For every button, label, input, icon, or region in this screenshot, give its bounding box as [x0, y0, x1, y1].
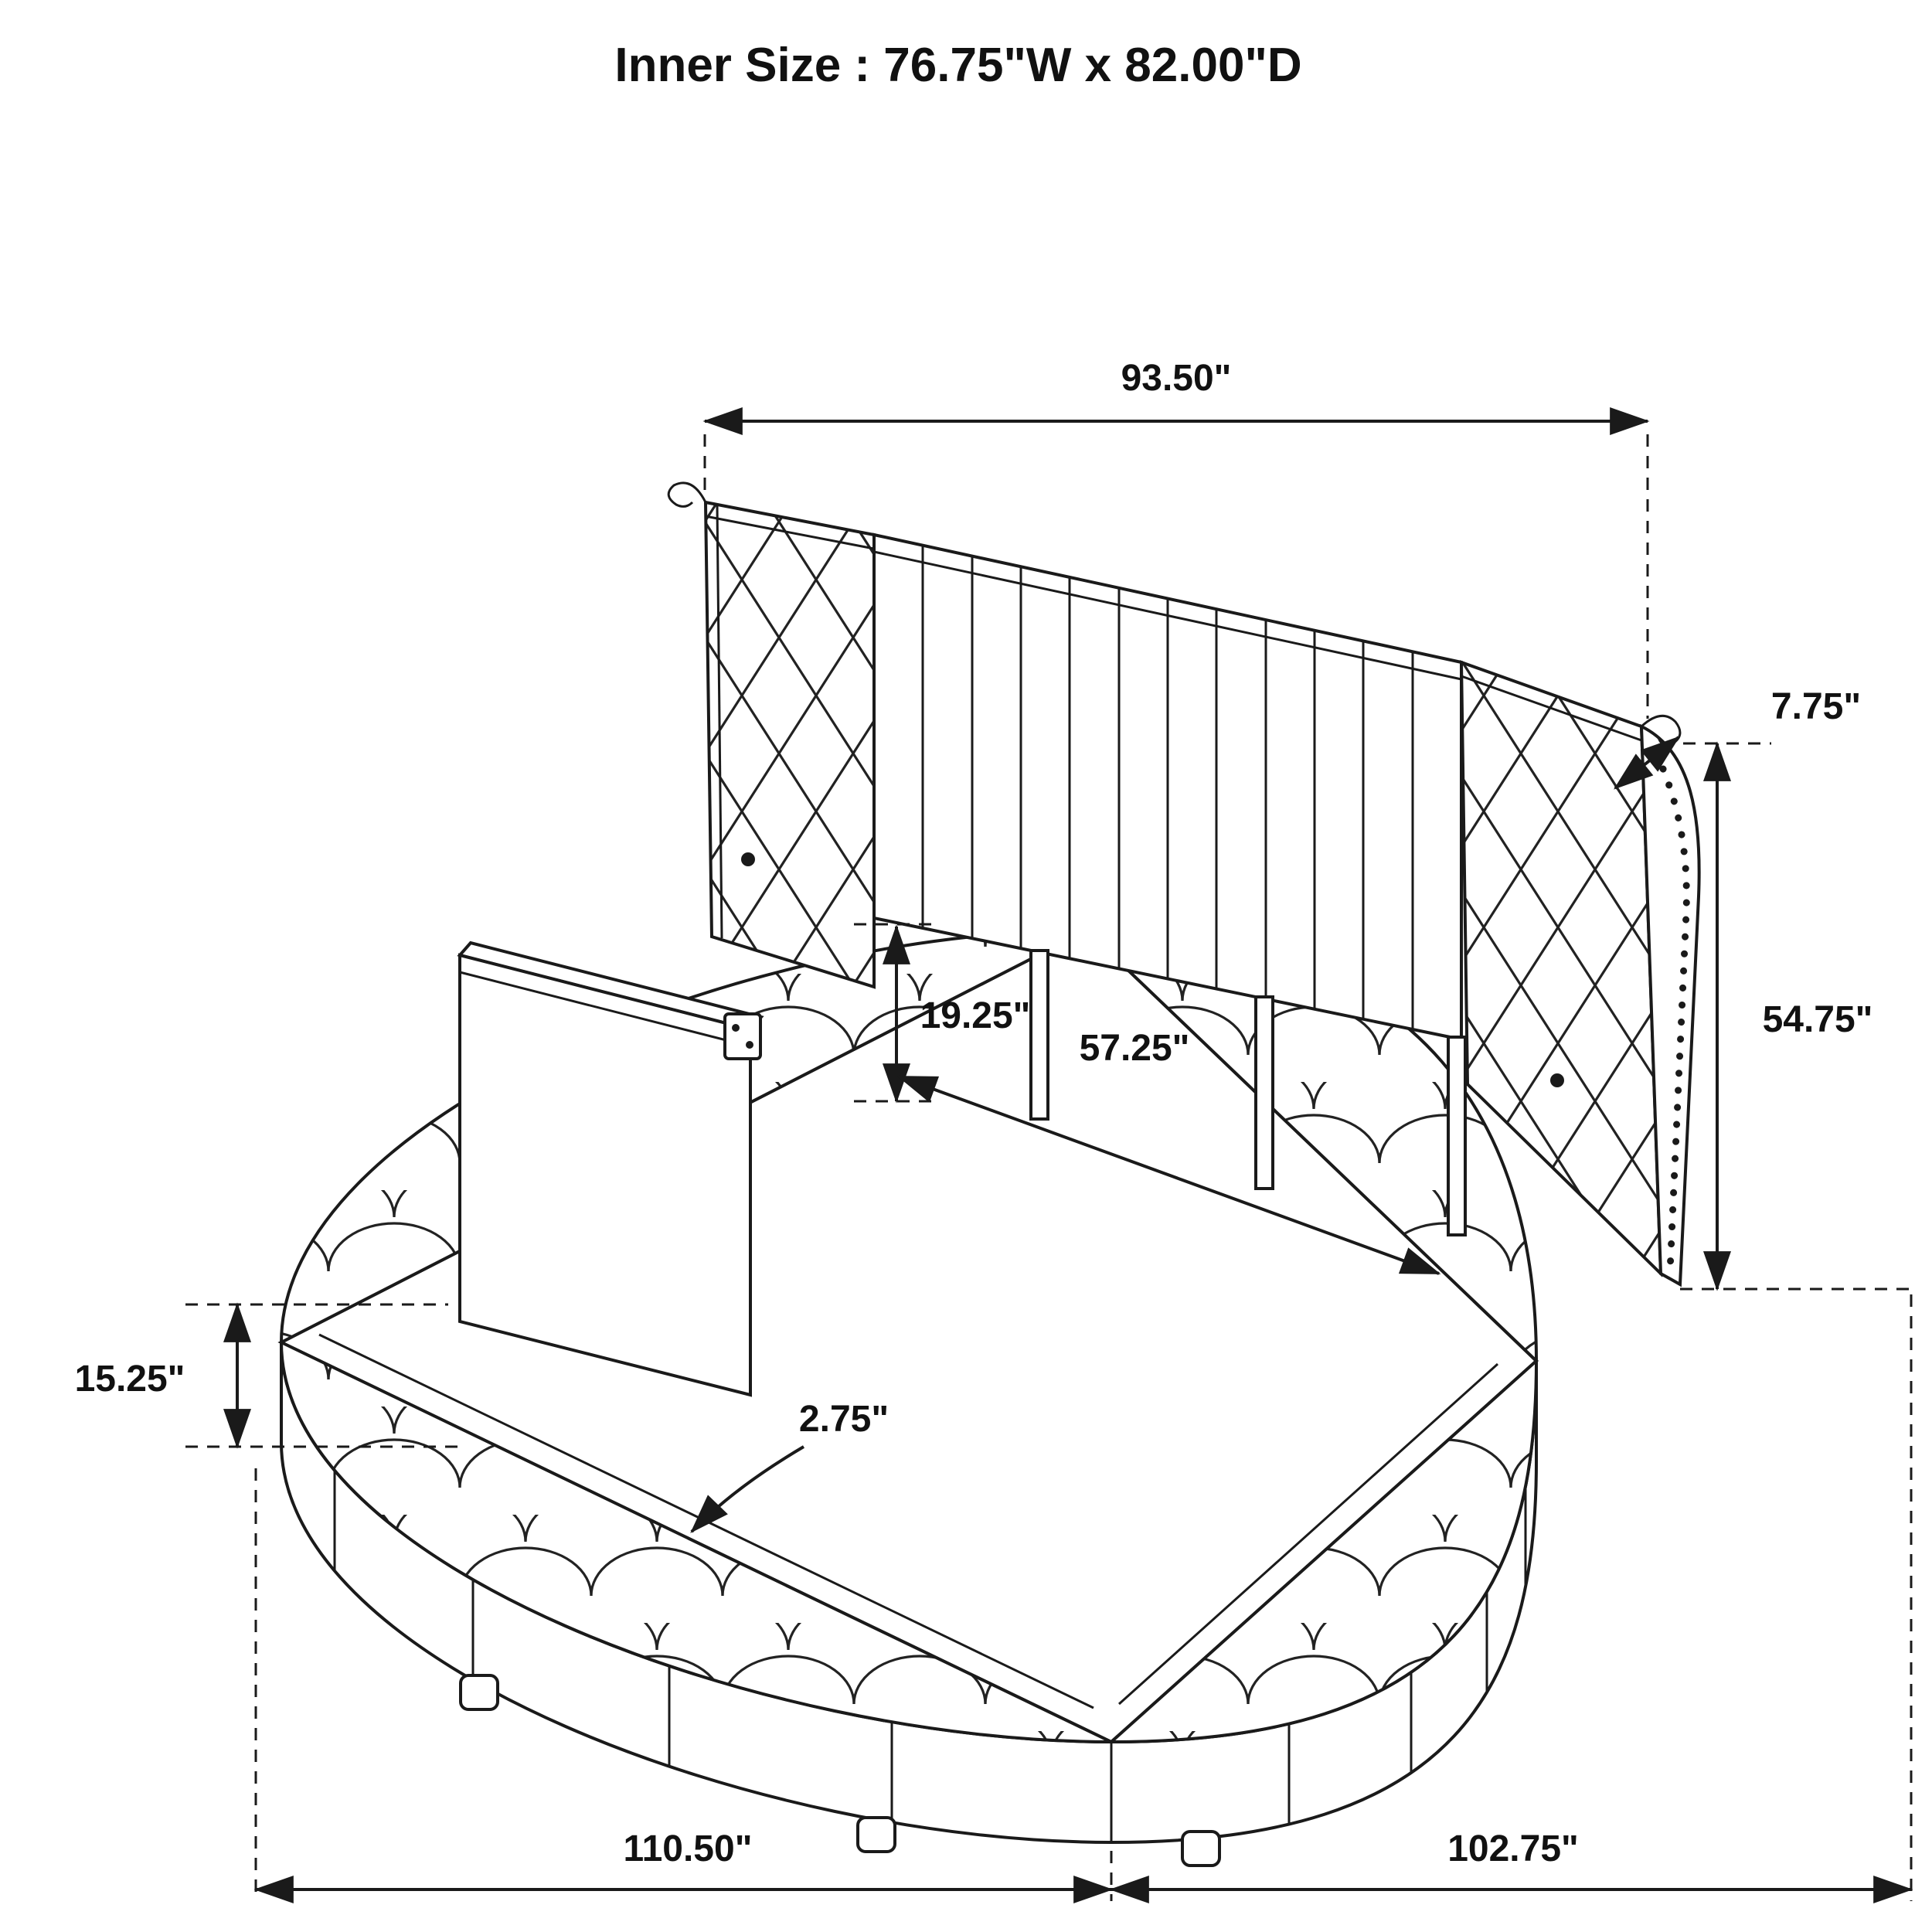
dim-scroll-depth: 7.75" — [1613, 686, 1861, 790]
wall-bracket — [723, 1012, 762, 1060]
left-scroll-curl — [667, 481, 707, 508]
bracket-screw — [732, 1024, 740, 1032]
wall-front-face — [458, 953, 752, 1397]
headboard-left-wing — [703, 500, 876, 989]
dim-overall-bottom: 110.50" 102.75" — [253, 1294, 1913, 1903]
base-band-seams — [333, 1470, 1527, 1842]
dim-inner-back-width: 57.25" — [896, 1028, 1441, 1275]
bed-foot — [459, 1674, 499, 1711]
bed-feet — [459, 1674, 1221, 1867]
nailhead-trim — [1659, 765, 1690, 1275]
dim-base-height-label: 15.25" — [75, 1359, 185, 1400]
dim-panel-height-label: 19.25" — [920, 995, 1031, 1036]
dim-inner-back-width-label: 57.25" — [1080, 1028, 1190, 1069]
dimension-annotations: 93.50" 7.75" 54.75" 19.25" 57.25" — [75, 358, 1913, 1903]
wing-button — [1550, 1073, 1564, 1087]
dim-headboard-width: 93.50" — [702, 358, 1650, 719]
wing-button — [741, 852, 755, 866]
bed-base — [277, 928, 1539, 1867]
dim-overall-width-label: 102.75" — [1447, 1828, 1579, 1869]
headboard-leg — [1254, 995, 1274, 1190]
dim-scroll-depth-label: 7.75" — [1771, 686, 1861, 727]
left-divider-wall — [457, 940, 764, 1397]
dim-base-height: 15.25" — [75, 1302, 464, 1449]
dim-deck-lip-label: 2.75" — [799, 1399, 889, 1440]
headboard-leg — [1447, 1036, 1467, 1236]
headboard — [667, 481, 1701, 1287]
dim-headboard-width-label: 93.50" — [1121, 358, 1232, 399]
dim-deck-lip: 2.75" — [690, 1399, 889, 1533]
dim-headboard-height: 54.75" — [1662, 741, 1911, 1291]
headboard-leg — [1029, 949, 1049, 1121]
bracket-screw — [746, 1041, 753, 1049]
bed-foot — [1181, 1830, 1221, 1867]
dim-headboard-height-label: 54.75" — [1763, 999, 1873, 1040]
bed-foot — [856, 1816, 896, 1853]
page-title: Inner Size : 76.75"W x 82.00"D — [614, 39, 1301, 92]
dim-overall-length-label: 110.50" — [624, 1828, 753, 1869]
channel-tufting-lines — [921, 546, 1414, 1029]
